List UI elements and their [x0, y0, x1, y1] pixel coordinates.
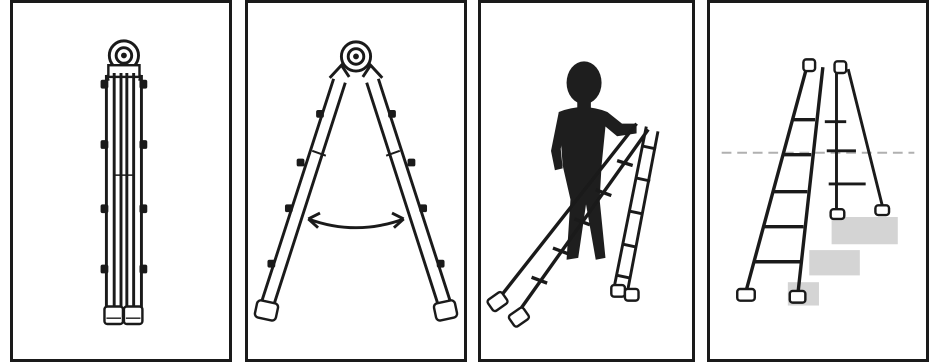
panel-unfold-ladder — [245, 0, 467, 362]
left-rail — [262, 79, 346, 307]
panel-carry-ladder — [478, 0, 695, 362]
stairs-ladder-illustration — [710, 3, 926, 359]
unfold-ladder-illustration — [248, 3, 464, 359]
hinge-icon — [330, 42, 383, 78]
hinge-icon — [803, 59, 846, 73]
person-silhouette-icon — [551, 61, 637, 259]
back-ladder — [825, 65, 883, 215]
ladder-feet — [486, 285, 638, 328]
hinge-icon — [108, 41, 139, 77]
panel-folded-ladder — [10, 0, 232, 362]
ladder-feet — [104, 307, 142, 325]
folded-rails — [106, 73, 141, 314]
right-rail — [367, 79, 451, 307]
carry-ladder-illustration — [481, 3, 692, 359]
ladder-feet — [254, 300, 458, 322]
folded-ladder-illustration — [13, 3, 229, 359]
double-arrow-icon — [308, 213, 403, 228]
panel-stairs-ladder — [707, 0, 929, 362]
back-ladder — [613, 127, 658, 295]
